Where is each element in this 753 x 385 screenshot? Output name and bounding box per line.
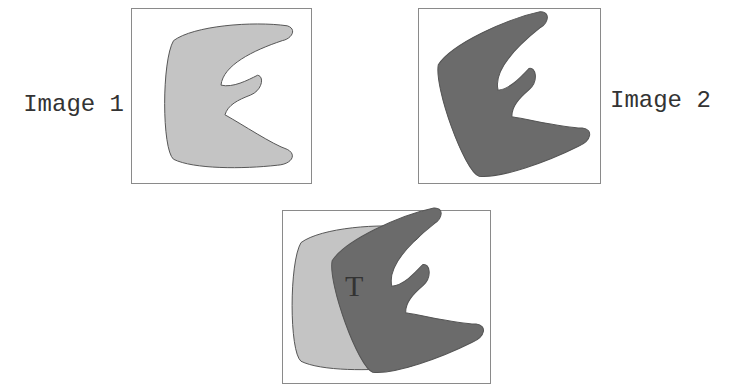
transform-symbol: T [345, 269, 363, 303]
e-shape [424, 8, 593, 187]
shape-illustration [283, 211, 490, 383]
image-label: Image 2 [610, 87, 711, 114]
e-shape [165, 24, 293, 168]
overlay-frame: T [282, 210, 491, 384]
image-label: Image 1 [23, 91, 124, 118]
image-frame: Image 1 [131, 8, 312, 184]
image-frame: Image 2 [418, 8, 601, 184]
e-shape [318, 204, 487, 383]
shape-illustration [419, 9, 600, 183]
shape-illustration [132, 9, 311, 183]
